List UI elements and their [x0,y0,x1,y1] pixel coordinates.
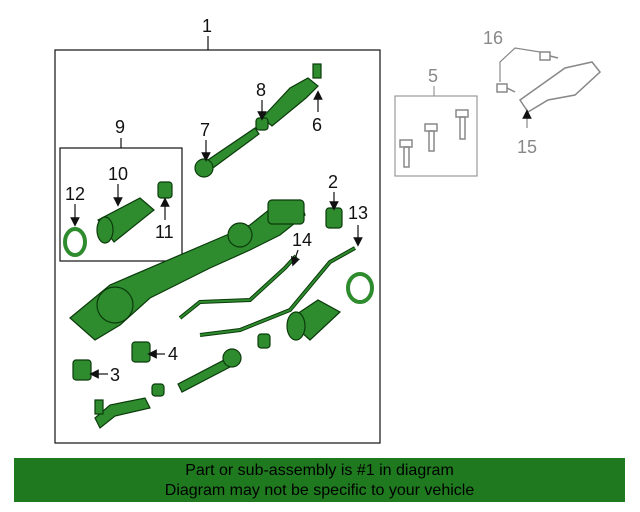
callout-10: 10 [108,164,128,184]
part-drawings [63,63,374,429]
callout-2: 2 [328,172,338,192]
callout-5: 5 [428,66,438,86]
bracket-bolt-icons [496,51,559,93]
disclaimer-banner: Part or sub-assembly is #1 in diagram Di… [14,458,625,502]
callout-3: 3 [110,365,120,385]
bolt-icons [399,109,469,168]
callout-12: 12 [65,184,85,204]
callout-8: 8 [256,80,266,100]
callout-6: 6 [312,115,322,135]
callout-13: 13 [348,203,368,223]
disclaimer-line-1: Part or sub-assembly is #1 in diagram [185,462,454,479]
callout-4: 4 [168,344,178,364]
callout-14-leader [290,249,301,267]
bolt-group-frame [394,95,478,177]
callout-9: 9 [115,117,125,137]
callout-7: 7 [200,120,210,140]
callout-15: 15 [517,137,537,157]
callout-1: 1 [202,16,212,36]
callout-16-leader [499,47,541,82]
assembly-frame [54,49,381,444]
callout-11: 11 [155,222,174,242]
bracket-icon [518,61,602,114]
callout-16: 16 [483,28,503,48]
callout-14: 14 [292,230,312,250]
disclaimer-line-2: Diagram may not be specific to your vehi… [164,482,475,499]
